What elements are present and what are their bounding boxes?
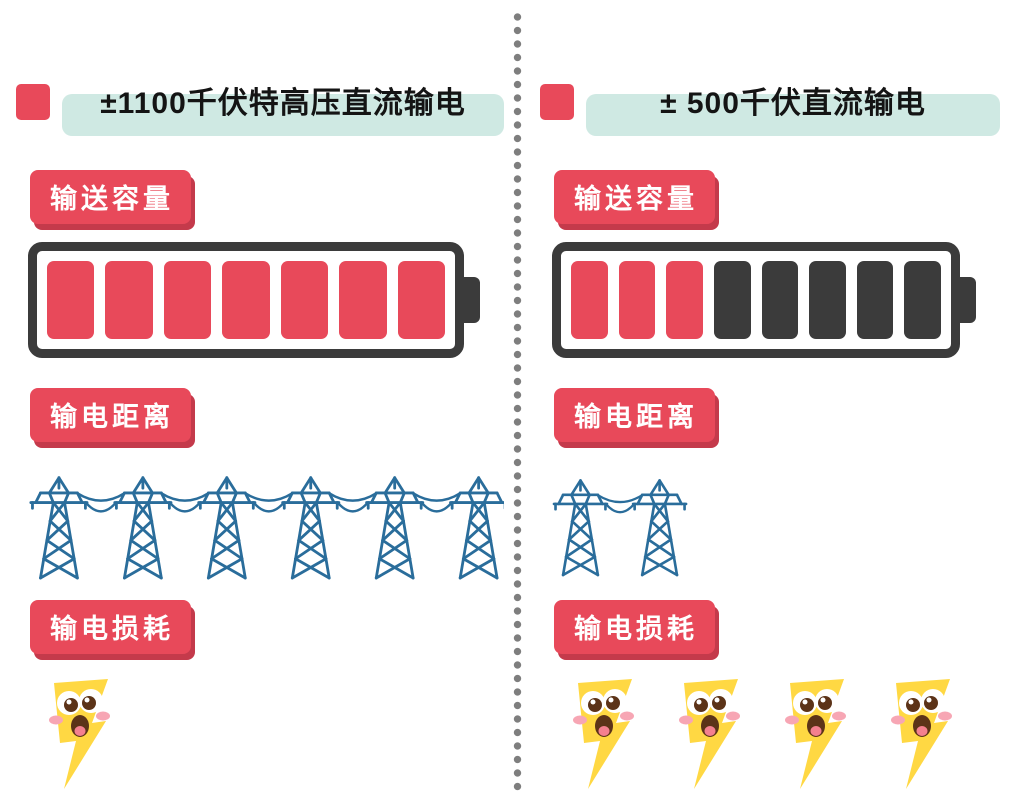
lightning-mascot-icon	[679, 679, 740, 789]
battery-cell-filled	[222, 261, 270, 339]
power-line	[76, 492, 125, 502]
power-line	[412, 492, 461, 502]
tower-row-right	[552, 479, 688, 577]
panel-header: ±1100千伏特高压直流输电	[16, 76, 504, 138]
dotted-divider	[513, 12, 522, 796]
lightning-mascot-icon	[785, 679, 846, 789]
loss-label: 输电损耗	[554, 600, 715, 654]
transmission-tower-icon	[631, 479, 688, 577]
power-line	[421, 502, 453, 513]
battery-cell-empty	[713, 261, 751, 339]
bolt-row-right	[540, 670, 1000, 802]
battery-cell-empty	[761, 261, 799, 339]
bolt-row-left	[16, 670, 504, 802]
battery-body	[552, 242, 960, 358]
panel-header: ± 500千伏直流输电	[540, 76, 1000, 138]
battery-cell-empty	[904, 261, 941, 339]
battery-cell-filled	[280, 261, 329, 339]
lightning-mascot-icon	[573, 679, 634, 789]
battery-left	[28, 242, 480, 358]
loss-label-text: 输电损耗	[50, 614, 174, 644]
panel-title: ± 500千伏直流输电	[660, 87, 926, 120]
power-line	[85, 502, 117, 513]
power-line	[160, 492, 209, 502]
capacity-label-text: 输送容量	[574, 184, 698, 214]
transmission-tower-icon	[449, 476, 504, 580]
loss-label: 输电损耗	[30, 600, 191, 654]
battery-cell-filled	[397, 261, 445, 339]
tower-row-left	[29, 476, 504, 580]
power-line	[337, 502, 369, 513]
battery-cell-filled	[666, 261, 703, 339]
red-square-bullet-icon	[16, 84, 50, 120]
power-line	[253, 502, 285, 513]
red-square-bullet-icon	[540, 84, 574, 120]
distance-label-text: 输电距离	[574, 402, 698, 432]
battery-cell-filled	[571, 261, 608, 339]
power-line	[244, 492, 293, 502]
battery-cell-filled	[339, 261, 387, 339]
power-line	[605, 503, 635, 514]
lightning-mascot-icon	[49, 679, 110, 789]
power-line	[169, 502, 201, 513]
capacity-label: 输送容量	[30, 170, 191, 224]
panel-title: ±1100千伏特高压直流输电	[100, 87, 466, 120]
panel-uhv-1100kv: ±1100千伏特高压直流输电 输送容量 输电距离 输电损耗	[16, 0, 504, 810]
distance-label-text: 输电距离	[50, 402, 174, 432]
power-line	[328, 492, 377, 502]
lightning-mascot-icon	[891, 679, 952, 789]
battery-tip	[958, 277, 976, 323]
battery-cell-filled	[618, 261, 656, 339]
battery-cell-filled	[105, 261, 153, 339]
battery-right	[552, 242, 976, 358]
power-line	[597, 494, 643, 504]
title-underlay	[586, 94, 1000, 136]
battery-cell-empty	[809, 261, 846, 339]
loss-label-text: 输电损耗	[574, 614, 698, 644]
battery-cell-filled	[163, 261, 212, 339]
battery-cell-filled	[47, 261, 95, 339]
battery-body	[28, 242, 464, 358]
capacity-label-text: 输送容量	[50, 184, 174, 214]
title-wrap: ±1100千伏特高压直流输电	[62, 76, 504, 138]
title-underlay	[62, 94, 504, 136]
title-wrap: ± 500千伏直流输电	[586, 76, 1000, 138]
battery-tip	[462, 277, 480, 323]
distance-label: 输电距离	[30, 388, 191, 442]
capacity-label: 输送容量	[554, 170, 715, 224]
panel-dc-500kv: ± 500千伏直流输电 输送容量 输电距离 输电损耗	[540, 0, 1000, 810]
distance-label: 输电距离	[554, 388, 715, 442]
battery-cell-empty	[856, 261, 894, 339]
